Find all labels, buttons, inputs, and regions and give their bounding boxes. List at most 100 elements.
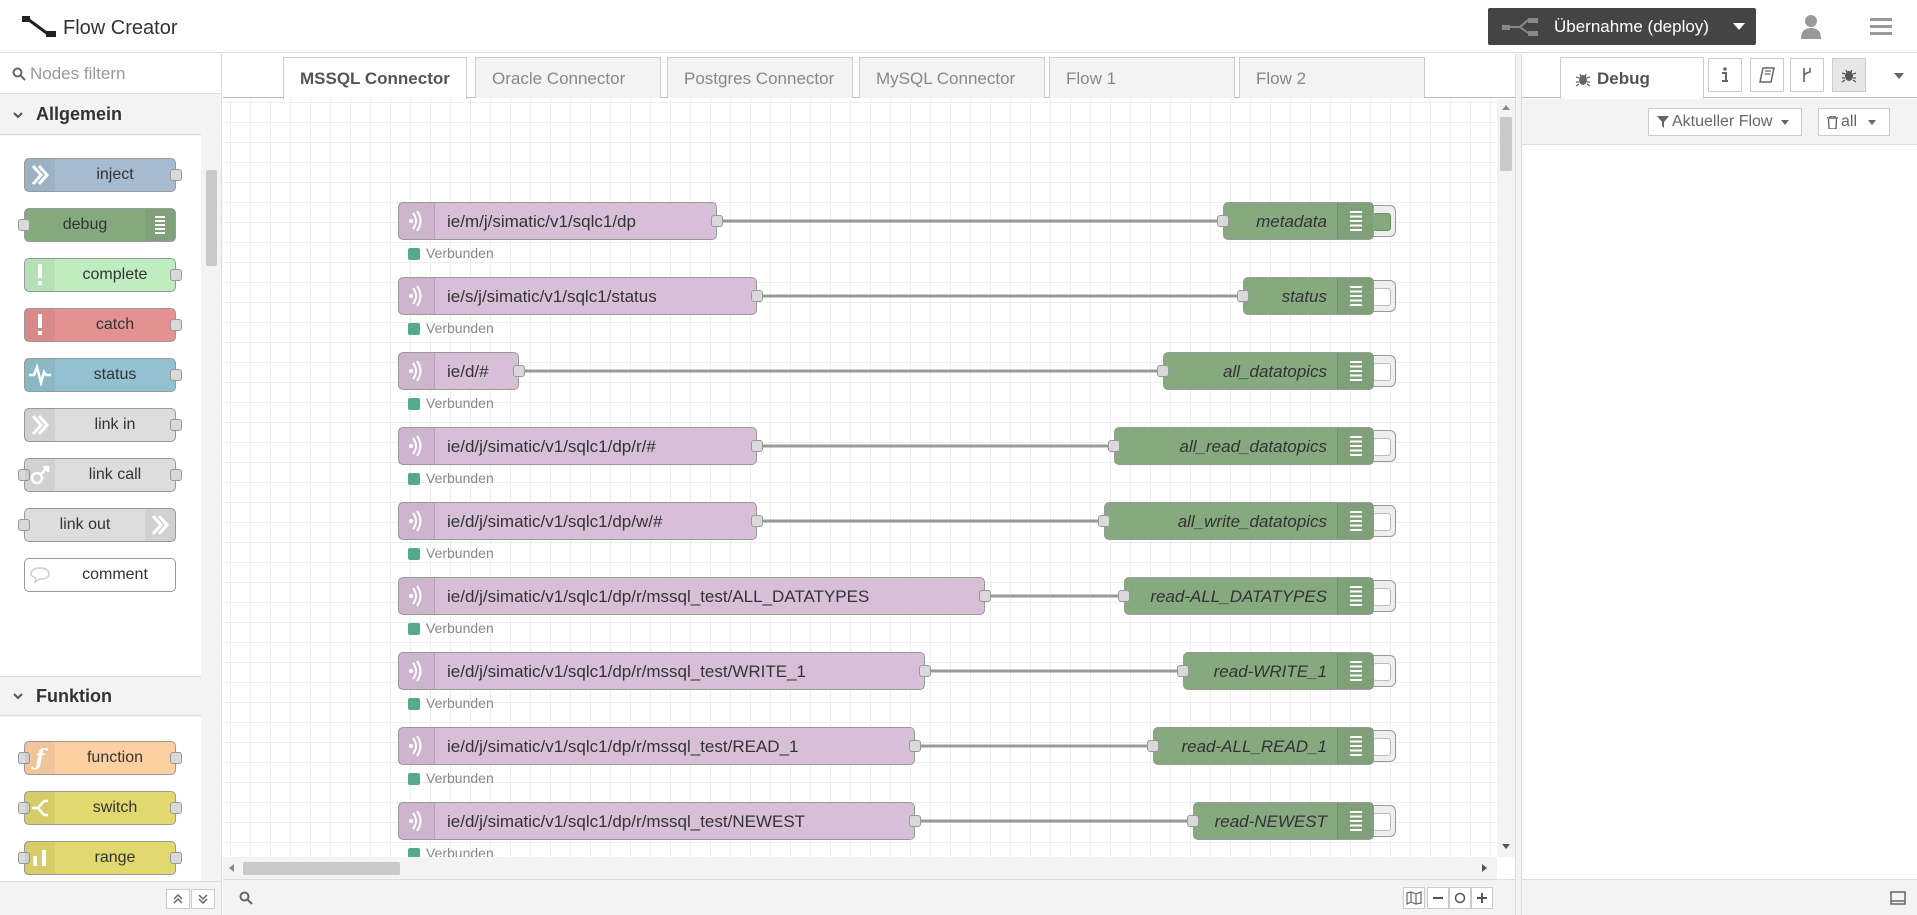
- tab-debug[interactable]: Debug: [1560, 57, 1704, 99]
- canvas-horizontal-scrollbar[interactable]: [223, 857, 1497, 879]
- palette-node-complete[interactable]: complete: [24, 258, 182, 292]
- mqtt-in-node[interactable]: ie/d/j/simatic/v1/sqlc1/dp/r/mssql_test/…: [398, 652, 931, 690]
- mqtt-in-node[interactable]: ie/d/j/simatic/v1/sqlc1/dp/w/#: [398, 502, 763, 540]
- debug-node[interactable]: read-WRITE_1: [1177, 652, 1374, 690]
- tab-flow-1[interactable]: Flow 1: [1049, 57, 1235, 98]
- palette-node-switch[interactable]: switch: [18, 791, 182, 825]
- debug-node[interactable]: metadata: [1217, 202, 1374, 240]
- palette-node-debug[interactable]: debug: [18, 208, 176, 242]
- debug-node[interactable]: status: [1237, 277, 1374, 315]
- debug-node[interactable]: read-NEWEST: [1187, 802, 1374, 840]
- scrollbar-thumb[interactable]: [206, 170, 217, 266]
- palette-node-link-out[interactable]: link out: [18, 508, 176, 542]
- debug-clear-select[interactable]: all: [1818, 108, 1890, 136]
- output-port[interactable]: [751, 440, 763, 452]
- debug-node[interactable]: all_read_datatopics: [1108, 427, 1374, 465]
- minus-icon: [1433, 897, 1443, 899]
- collapse-all-button[interactable]: [166, 889, 190, 909]
- debug-node[interactable]: all_write_datatopics: [1098, 502, 1374, 540]
- zoom-out-button[interactable]: [1427, 887, 1449, 909]
- tab-flow-2[interactable]: Flow 2: [1239, 57, 1425, 98]
- category-header-funktion[interactable]: Funktion: [0, 676, 201, 716]
- canvas-vertical-scrollbar[interactable]: [1497, 99, 1515, 857]
- mqtt-wave-icon: [399, 728, 435, 764]
- debug-node[interactable]: read-ALL_DATATYPES: [1118, 577, 1374, 615]
- input-port[interactable]: [1177, 665, 1189, 677]
- input-port[interactable]: [1157, 365, 1169, 377]
- output-port[interactable]: [919, 665, 931, 677]
- tab-mysql-connector[interactable]: MySQL Connector: [859, 57, 1045, 98]
- deploy-button[interactable]: Übernahme (deploy): [1488, 8, 1756, 45]
- debug-node[interactable]: all_datatopics: [1157, 352, 1374, 390]
- palette-node-link-call[interactable]: link call: [18, 458, 182, 492]
- search-icon: [239, 891, 253, 905]
- info-tab-button[interactable]: [1708, 58, 1742, 92]
- navigator-button[interactable]: [1403, 887, 1425, 909]
- palette-node-comment[interactable]: comment: [24, 558, 176, 592]
- scroll-left-icon: [229, 864, 234, 872]
- input-port[interactable]: [1217, 215, 1229, 227]
- palette-node-status[interactable]: status: [24, 358, 182, 392]
- input-port[interactable]: [1187, 815, 1199, 827]
- node-label: ie/s/j/simatic/v1/sqlc1/status: [447, 287, 657, 306]
- palette-node-link-in[interactable]: link in: [24, 408, 182, 442]
- search-flows-button[interactable]: [235, 887, 257, 909]
- toggle-indicator: [1373, 813, 1391, 831]
- mqtt-in-node[interactable]: ie/d/j/simatic/v1/sqlc1/dp/r/#: [398, 427, 763, 465]
- node-label: debug: [62, 216, 108, 233]
- scrollbar-thumb[interactable]: [1500, 117, 1512, 171]
- panel-toggle-icon[interactable]: [1890, 891, 1906, 905]
- sidebar-menu-caret-icon[interactable]: [1892, 71, 1906, 81]
- status-label: Verbunden: [426, 695, 494, 711]
- input-port[interactable]: [1098, 515, 1110, 527]
- tab-mssql-connector[interactable]: MSSQL Connector: [283, 57, 467, 99]
- input-port[interactable]: [1118, 590, 1130, 602]
- output-port[interactable]: [909, 815, 921, 827]
- help-tab-button[interactable]: [1750, 58, 1784, 92]
- mqtt-in-node[interactable]: ie/d/j/simatic/v1/sqlc1/dp/r/mssql_test/…: [398, 577, 991, 615]
- expand-all-button[interactable]: [191, 889, 215, 909]
- palette-filter-input[interactable]: [30, 62, 210, 86]
- toggle-indicator: [1373, 438, 1391, 456]
- user-icon[interactable]: [1792, 12, 1830, 42]
- debug-filter-select[interactable]: Aktueller Flow: [1648, 108, 1802, 136]
- caret-down-icon: [1781, 120, 1790, 125]
- output-port[interactable]: [751, 290, 763, 302]
- mqtt-in-node[interactable]: ie/d/j/simatic/v1/sqlc1/dp/r/mssql_test/…: [398, 727, 921, 765]
- input-port[interactable]: [1108, 440, 1120, 452]
- output-port[interactable]: [751, 515, 763, 527]
- palette-node-function[interactable]: ƒ function: [18, 741, 182, 775]
- output-port[interactable]: [979, 590, 991, 602]
- range-icon: [25, 842, 55, 874]
- output-port[interactable]: [513, 365, 525, 377]
- sidebar-resize-handle[interactable]: [1515, 54, 1522, 915]
- mqtt-in-node[interactable]: ie/m/j/simatic/v1/sqlc1/dp: [398, 202, 723, 240]
- tab-postgres-connector[interactable]: Postgres Connector: [667, 57, 853, 98]
- category-header-allgemein[interactable]: Allgemein: [0, 95, 201, 135]
- palette-node-catch[interactable]: catch: [24, 308, 182, 342]
- mqtt-in-node[interactable]: ie/s/j/simatic/v1/sqlc1/status: [398, 277, 763, 315]
- palette-node-range[interactable]: range: [18, 841, 182, 875]
- tab-oracle-connector[interactable]: Oracle Connector: [475, 57, 661, 98]
- mqtt-in-node[interactable]: ie/d/#: [398, 352, 525, 390]
- debug-node[interactable]: read-ALL_READ_1: [1147, 727, 1374, 765]
- input-port[interactable]: [1147, 740, 1159, 752]
- git-tab-button[interactable]: [1790, 58, 1824, 92]
- output-port[interactable]: [909, 740, 921, 752]
- context-debug-tab-button[interactable]: [1832, 58, 1866, 92]
- node-label: comment: [82, 566, 148, 583]
- mqtt-wave-icon: [399, 503, 435, 539]
- main-menu-icon[interactable]: [1862, 12, 1900, 42]
- output-port[interactable]: [711, 215, 723, 227]
- palette-node-inject[interactable]: inject: [24, 158, 182, 192]
- zoom-reset-button[interactable]: [1449, 887, 1471, 909]
- zoom-in-button[interactable]: [1471, 887, 1493, 909]
- input-port[interactable]: [1237, 290, 1249, 302]
- toggle-indicator: [1373, 288, 1391, 306]
- deploy-menu-caret[interactable]: [1722, 8, 1756, 45]
- palette-scrollbar[interactable]: [201, 148, 221, 901]
- mqtt-in-node[interactable]: ie/d/j/simatic/v1/sqlc1/dp/r/mssql_test/…: [398, 802, 921, 840]
- node-label: read-ALL_DATATYPES: [1150, 587, 1327, 606]
- scrollbar-thumb[interactable]: [243, 862, 400, 875]
